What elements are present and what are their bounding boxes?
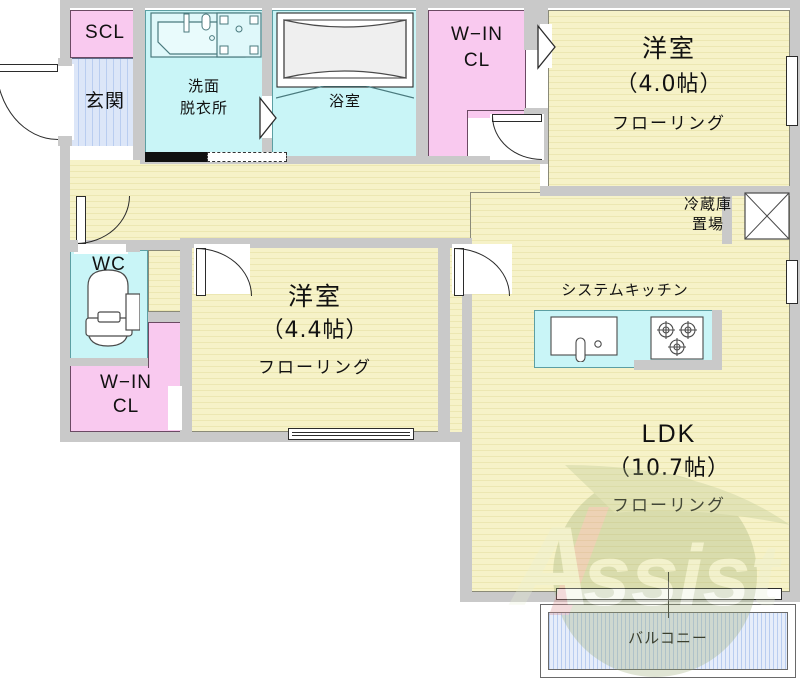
wincl-left-opening[interactable]: [168, 386, 182, 430]
wall-bedroom40-bottom: [540, 186, 790, 196]
balcony-sliding-door[interactable]: [556, 588, 782, 600]
kitchen-sink-icon: [550, 316, 618, 362]
room-balcony: [548, 612, 788, 670]
balcony-door-center-mullion: [668, 572, 669, 618]
window-bedroom40-right: [786, 56, 798, 126]
win-cl-top-step: [468, 110, 526, 111]
window-washitsu44-pane: [292, 432, 410, 436]
wall-corridor-bottom-right: [428, 156, 548, 164]
wall-washitsu44-top: [180, 238, 472, 248]
wc-side-cabinet: [148, 250, 186, 312]
wall-wc-right: [148, 312, 190, 322]
wall-genkan-right: [133, 8, 145, 160]
bath-door-icon[interactable]: [258, 96, 278, 140]
wc-door-gap: [74, 244, 128, 254]
wc-jamb-left: [68, 240, 78, 252]
corridor-floor-upper: [70, 160, 540, 240]
toilet-icon: [85, 269, 140, 347]
washing-machine-pan-icon: [216, 12, 262, 58]
bedroom40-door-icon[interactable]: [536, 24, 558, 70]
room-scl: [70, 10, 140, 58]
room-win-cl-top: [428, 10, 526, 118]
kitchen-wall-right-stub: [722, 192, 732, 244]
entrance-jamb-top: [58, 58, 72, 66]
wall-washitsu44-left: [180, 240, 192, 432]
genkan-step: [70, 146, 140, 160]
entrance-jamb-bottom: [58, 136, 72, 146]
kitchen-back-wall: [712, 310, 722, 362]
win-cl-top-step-v: [467, 110, 468, 158]
win-cl-left-outline: [70, 366, 182, 432]
wall-washroom-right: [262, 8, 272, 160]
wall-ldk-left-upper: [462, 240, 472, 600]
room-ldk: [470, 192, 790, 592]
wc-jamb-right: [126, 240, 140, 252]
outer-wall-bottom-left: [60, 432, 470, 442]
bathtub-icon: [276, 12, 414, 88]
refrigerator-space-icon: [744, 192, 790, 240]
win-cl-top-outline2: [428, 110, 468, 158]
kitchen-front-wall: [634, 360, 722, 370]
room-washitsu-4-0: [548, 10, 790, 188]
wall-bath-right: [416, 8, 428, 160]
washroom-door-track: [207, 152, 287, 162]
kitchen-stove-icon: [650, 316, 704, 360]
bathtub-skirt: [276, 86, 414, 99]
room-win-cl-left: [70, 366, 182, 432]
entrance-door-arc: [0, 66, 58, 140]
wall-washitsu44-right: [438, 238, 450, 432]
room-win-cl-top-leg: [428, 110, 468, 158]
window-ldk-right-upper: [786, 260, 798, 304]
wall-wc-bottom: [60, 358, 188, 368]
room-win-cl-left-top: [148, 322, 182, 368]
outer-wall-top: [60, 0, 800, 8]
outer-wall-left-upper: [60, 0, 70, 440]
win-cl-left-outline2: [148, 322, 182, 368]
washroom-sliding-door[interactable]: [145, 152, 207, 162]
win-cl-top-outline: [428, 10, 526, 118]
room-genkan: [70, 58, 140, 156]
entrance-door-gap: [56, 64, 74, 140]
